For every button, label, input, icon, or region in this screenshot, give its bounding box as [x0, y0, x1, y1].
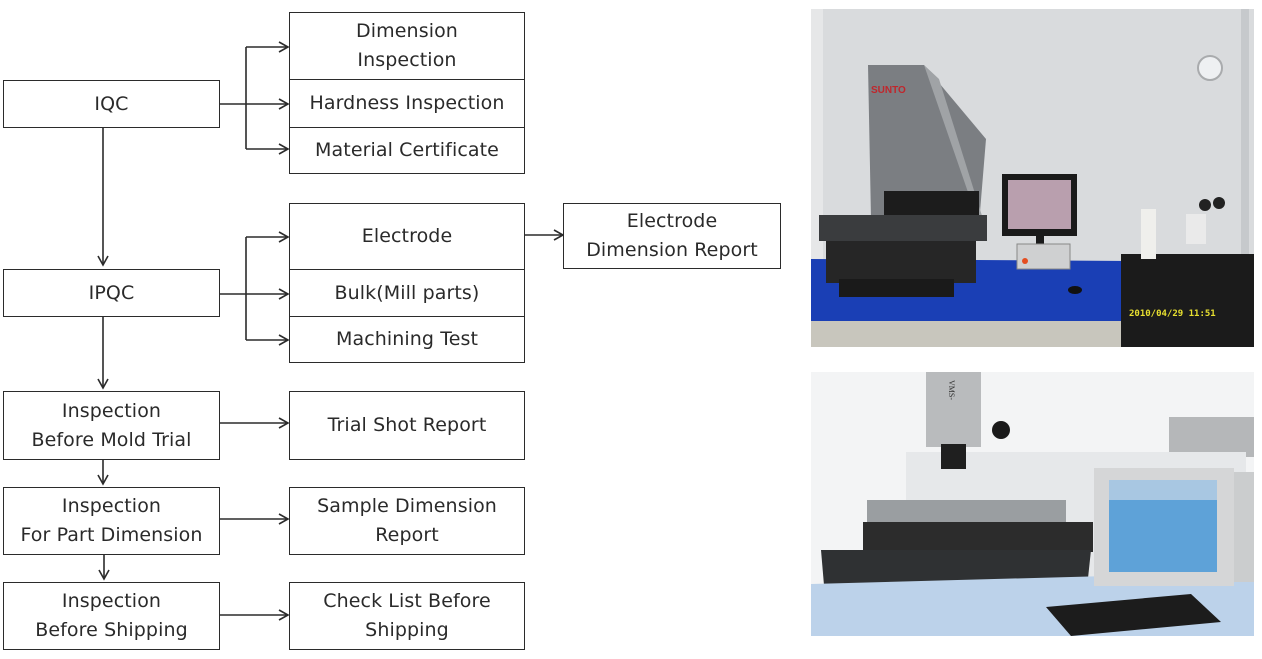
photo-illustration: VMS-	[811, 372, 1254, 636]
report-check-list-before-shipping: Check List Before Shipping	[289, 582, 525, 650]
flow-connectors	[97, 41, 565, 621]
ipqc-item-machining-test: Machining Test	[289, 316, 525, 363]
iqc-item-hardness-inspection: Hardness Inspection	[289, 79, 525, 128]
step-inspection-part-dimension: Inspection For Part Dimension	[3, 487, 220, 555]
photo-timestamp: 2010/04/29 11:51	[1129, 309, 1216, 319]
iqc-item-dimension-inspection: Dimension Inspection	[289, 12, 525, 80]
ipqc-item-electrode: Electrode	[289, 203, 525, 270]
step-ipqc: IPQC	[3, 269, 220, 317]
ipqc-item-bulk-mill-parts: Bulk(Mill parts)	[289, 269, 525, 317]
photo-vms-measuring-system: VMS-	[811, 372, 1254, 636]
photo-illustration: SUNTO	[811, 9, 1254, 347]
iqc-item-material-certificate: Material Certificate	[289, 127, 525, 174]
mouse	[1068, 286, 1082, 294]
keyboard	[1046, 594, 1221, 636]
step-iqc: IQC	[3, 80, 220, 128]
step-inspection-before-shipping: Inspection Before Shipping	[3, 582, 220, 650]
step-inspection-before-mold-trial: Inspection Before Mold Trial	[3, 391, 220, 460]
electrode-dimension-report: Electrode Dimension Report	[563, 203, 781, 269]
photo-measuring-machine-lab: SUNTO 2010/04/29 11:51	[811, 9, 1254, 347]
machine-model-label: VMS-	[947, 380, 956, 400]
machine-brand-label: SUNTO	[871, 85, 906, 96]
wall-clock-icon	[1197, 55, 1223, 81]
report-trial-shot: Trial Shot Report	[289, 391, 525, 460]
report-sample-dimension: Sample Dimension Report	[289, 487, 525, 555]
